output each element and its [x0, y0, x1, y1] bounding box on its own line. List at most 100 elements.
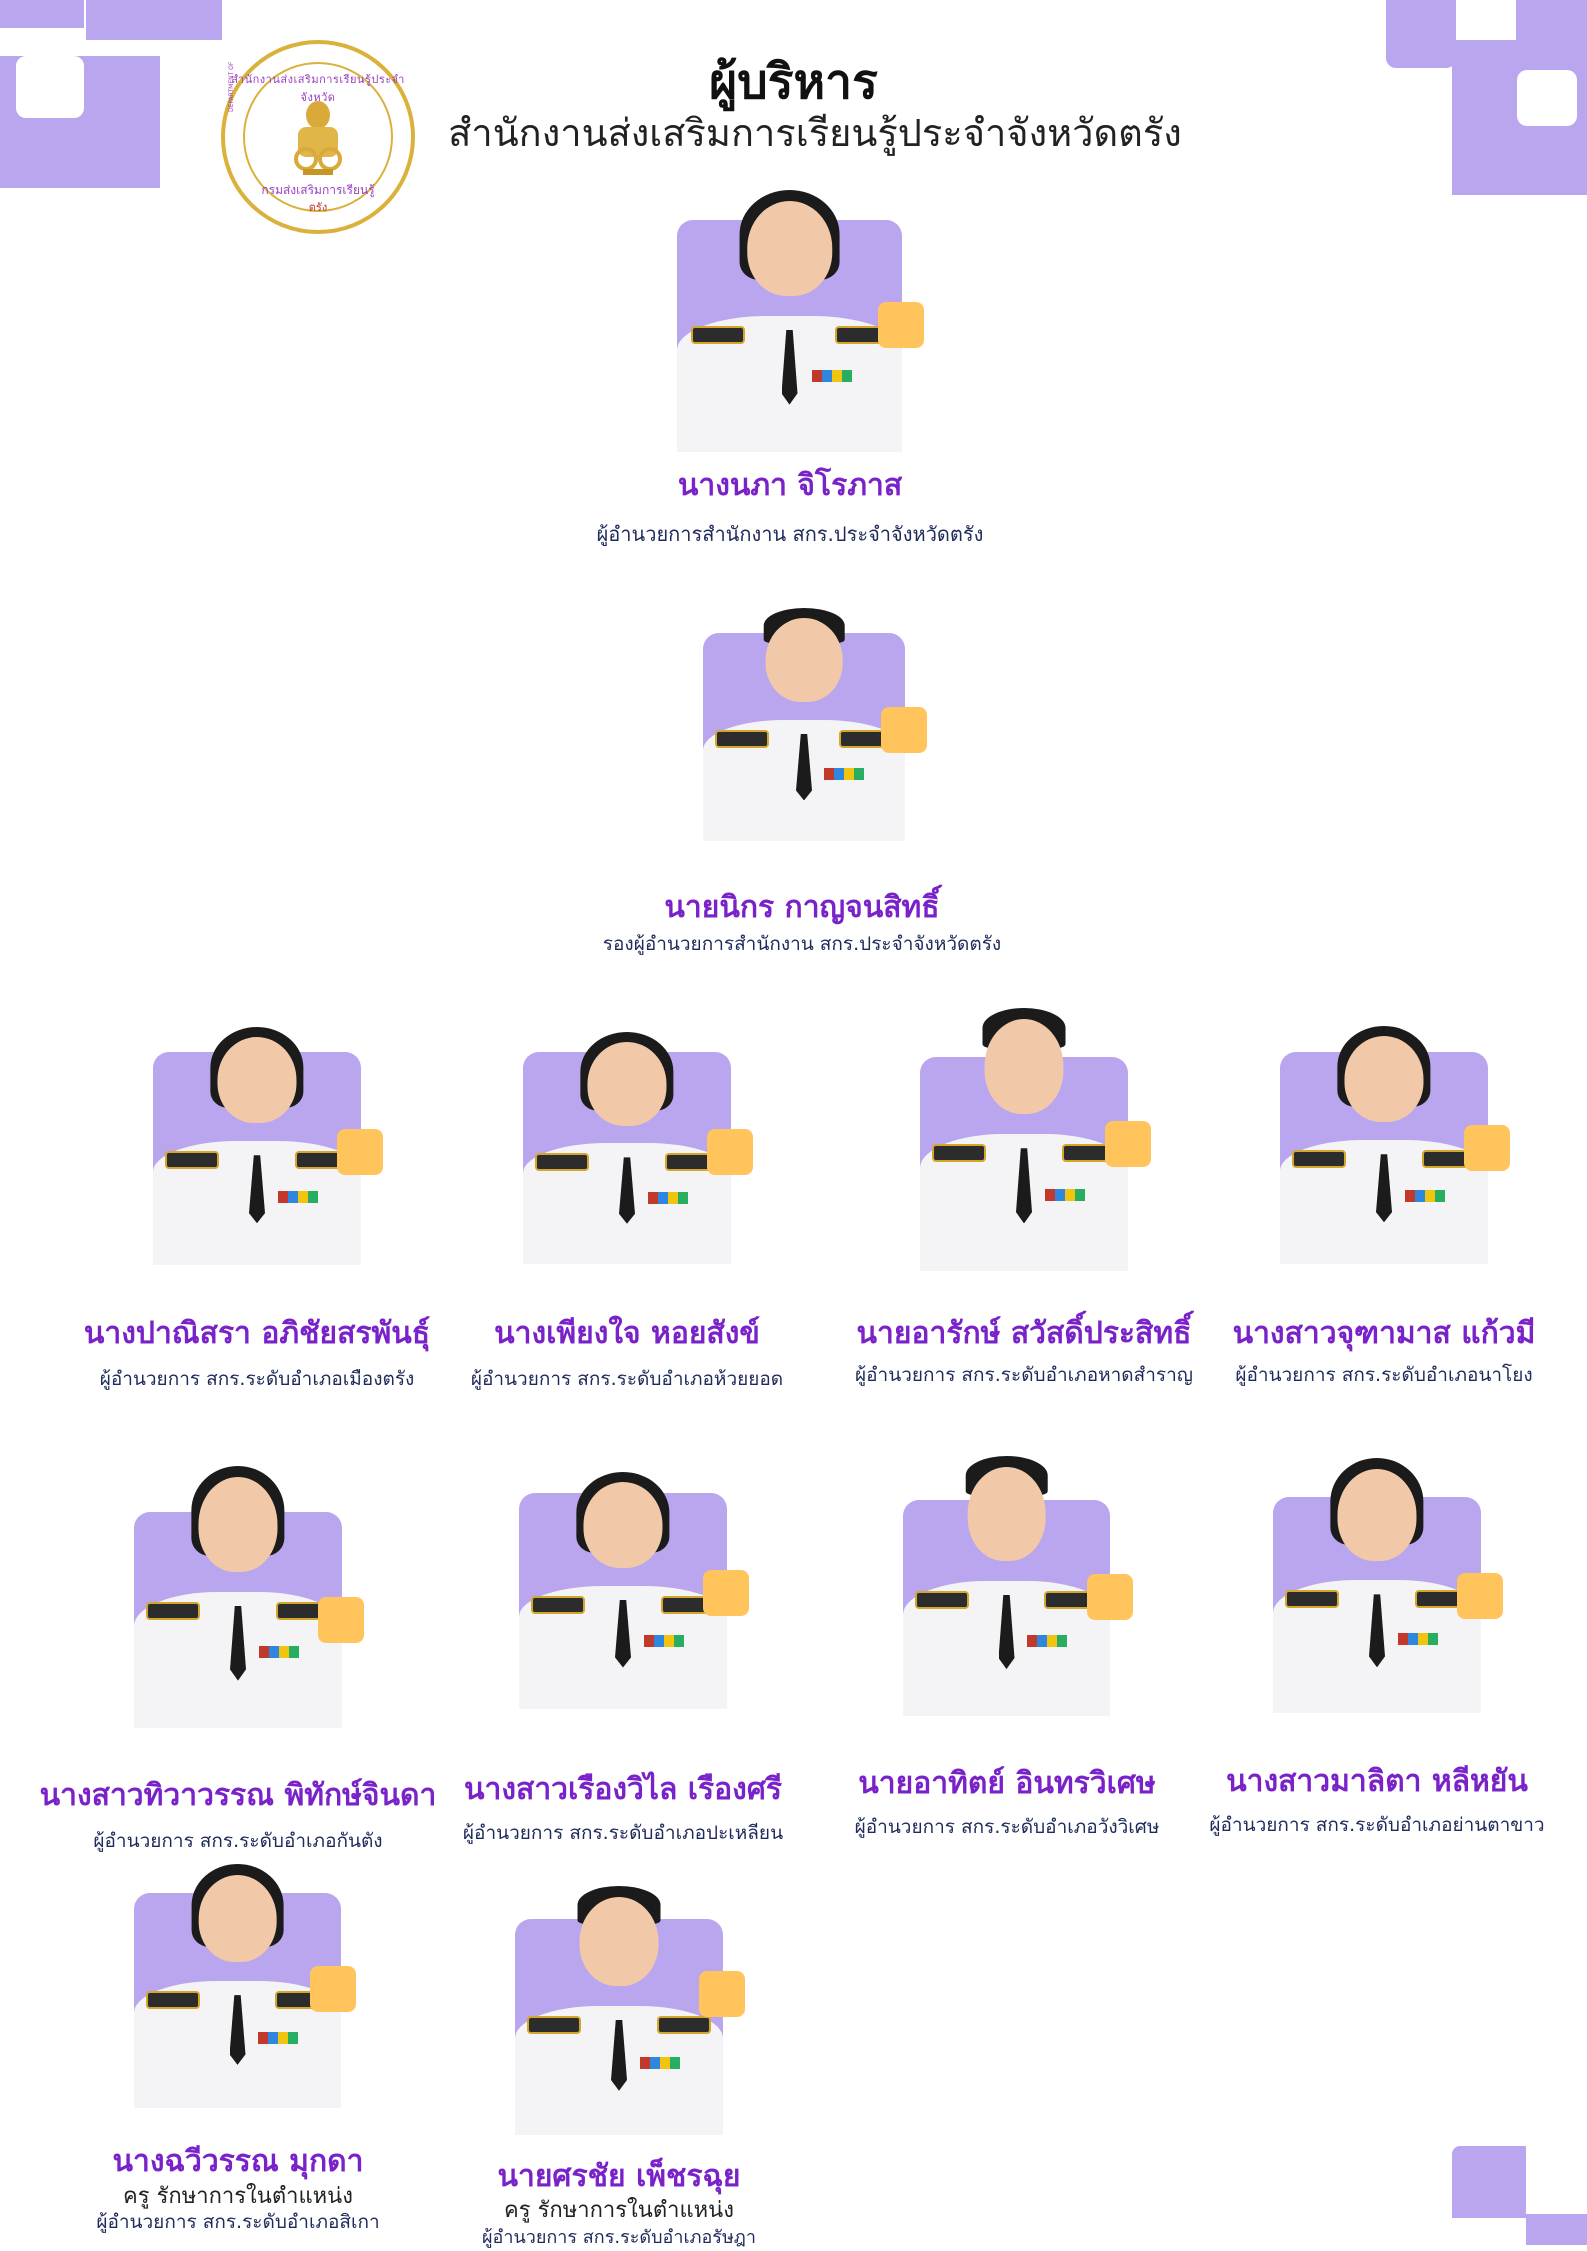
portrait-photo	[920, 1008, 1128, 1271]
face	[198, 1874, 277, 1963]
tie	[781, 329, 798, 405]
medal-ribbons	[824, 768, 865, 781]
logo-province: ตรัง	[308, 201, 328, 214]
medal-ribbons	[1404, 1189, 1445, 1202]
face	[765, 618, 843, 702]
epaulette	[146, 1601, 201, 1620]
medal-ribbons	[639, 2057, 680, 2070]
staff-position: ผู้อำนวยการ สกร.ระดับอำเภอนาโยง	[1235, 1364, 1533, 1386]
tie	[249, 1155, 265, 1224]
face	[217, 1037, 297, 1123]
epaulette	[535, 1153, 590, 1172]
staff-name: นางสาวเรืองวิไล เรืองศรี	[464, 1772, 782, 1807]
accent-square	[878, 302, 924, 348]
staff-name: นางปาณิสรา อภิชัยสรพันธุ์	[83, 1316, 431, 1351]
epaulette	[165, 1151, 220, 1170]
portrait-photo	[134, 1864, 341, 2108]
decor-square	[1386, 0, 1456, 68]
decor-square	[1452, 2146, 1526, 2218]
decor-square	[0, 0, 84, 28]
face	[1337, 1469, 1417, 1561]
tie	[230, 1605, 246, 1681]
staff-name: นายนิกร กาญจนสิทธิ์	[664, 890, 940, 925]
staff-position: ผู้อำนวยการ สกร.ระดับอำเภอวังวิเศษ	[854, 1816, 1160, 1838]
staff-position: ผู้อำนวยการ สกร.ระดับอำเภอหาดสำราญ	[855, 1364, 1193, 1386]
medal-ribbons	[647, 1191, 688, 1204]
staff-name: นายศรชัย เพ็ชรฉุย	[497, 2159, 741, 2194]
face	[984, 1019, 1064, 1115]
portrait-photo	[134, 1466, 342, 1728]
decor-square	[1516, 0, 1587, 40]
accent-square	[1464, 1125, 1510, 1171]
staff-position: ผู้อำนวยการ สกร.ระดับอำเภอย่านตาขาว	[1209, 1814, 1545, 1836]
logo-text-bottom: กรมส่งเสริมการเรียนรู้	[261, 183, 375, 197]
epaulette	[656, 2015, 711, 2034]
staff-name: นางฉวีวรรณ มุกดา	[112, 2144, 364, 2179]
face	[583, 1482, 663, 1568]
page-title: ผู้บริหาร	[709, 54, 878, 110]
staff-position: ผู้อำนวยการสำนักงาน สกร.ประจำจังหวัดตรัง	[596, 522, 984, 546]
epaulette	[531, 1595, 586, 1614]
medal-ribbons	[812, 370, 852, 383]
accent-square	[310, 1966, 356, 2012]
staff-name: นางสาวทิวาวรรณ พิทักษ์จินดา	[39, 1778, 437, 1813]
tie	[615, 1599, 631, 1668]
staff-position: ผู้อำนวยการ สกร.ระดับอำเภอปะเหลียน	[462, 1822, 784, 1844]
face	[746, 201, 833, 296]
medal-ribbons	[258, 2031, 299, 2044]
staff-name: นายอารักษ์ สวัสดิ์ประสิทธิ์	[856, 1316, 1192, 1351]
decor-square	[1526, 2214, 1587, 2245]
portrait-photo	[153, 1027, 361, 1265]
epaulette	[1285, 1590, 1340, 1609]
decor-square	[140, 0, 222, 30]
tie	[998, 1594, 1015, 1670]
accent-square	[337, 1129, 383, 1175]
face	[587, 1042, 667, 1126]
accent-square	[707, 1129, 753, 1175]
epaulette	[932, 1144, 987, 1163]
staff-position: ผู้อำนวยการ สกร.ระดับอำเภอรัษฎา	[481, 2227, 757, 2248]
staff-name: นางสาวจุฑามาส แก้วมี	[1232, 1316, 1536, 1351]
accent-square	[1105, 1121, 1151, 1167]
accent-square	[703, 1570, 749, 1616]
page-subtitle: สำนักงานส่งเสริมการเรียนรู้ประจำจังหวัดต…	[448, 111, 1182, 155]
tie	[619, 1157, 635, 1224]
emblem-icon	[294, 101, 342, 175]
portrait-photo	[523, 1032, 731, 1264]
staff-name: นางเพียงใจ หอยสังข์	[494, 1316, 760, 1351]
accent-square	[881, 707, 927, 753]
accent-square	[1457, 1573, 1503, 1619]
medal-ribbons	[1027, 1634, 1068, 1647]
portrait-photo	[903, 1456, 1110, 1716]
logo-ring	[243, 62, 393, 212]
face	[967, 1467, 1046, 1561]
tie	[1376, 1154, 1392, 1223]
face	[579, 1896, 659, 1987]
epaulette	[915, 1590, 970, 1609]
portrait-photo	[515, 1886, 723, 2135]
epaulette	[1292, 1150, 1347, 1169]
staff-acting-role: ครู รักษาการในตำแหน่ง	[504, 2198, 734, 2223]
epaulette	[715, 729, 770, 748]
face	[198, 1477, 278, 1572]
epaulette	[690, 325, 745, 344]
epaulette	[527, 2015, 582, 2034]
decor-square-hole	[1517, 70, 1577, 126]
staff-name: นางสาวมาลิตา หลีหยัน	[1226, 1764, 1528, 1799]
face	[1344, 1036, 1424, 1122]
medal-ribbons	[258, 1646, 299, 1659]
accent-square	[318, 1597, 364, 1643]
medal-ribbons	[277, 1190, 318, 1203]
portrait-photo	[519, 1472, 727, 1709]
tie	[796, 733, 812, 801]
staff-acting-role: ครู รักษาการในตำแหน่ง	[123, 2184, 353, 2209]
staff-name: นายอาทิตย์ อินทรวิเศษ	[858, 1766, 1156, 1801]
accent-square	[699, 1971, 745, 2017]
staff-name: นางนภา จิโรภาส	[677, 468, 903, 503]
accent-square	[1087, 1574, 1133, 1620]
staff-position: ผู้อำนวยการ สกร.ระดับอำเภอเมืองตรัง	[99, 1368, 415, 1390]
portrait-photo	[703, 608, 905, 841]
portrait-photo	[1280, 1026, 1488, 1264]
medal-ribbons	[1397, 1633, 1438, 1646]
portrait-photo	[1273, 1458, 1481, 1713]
